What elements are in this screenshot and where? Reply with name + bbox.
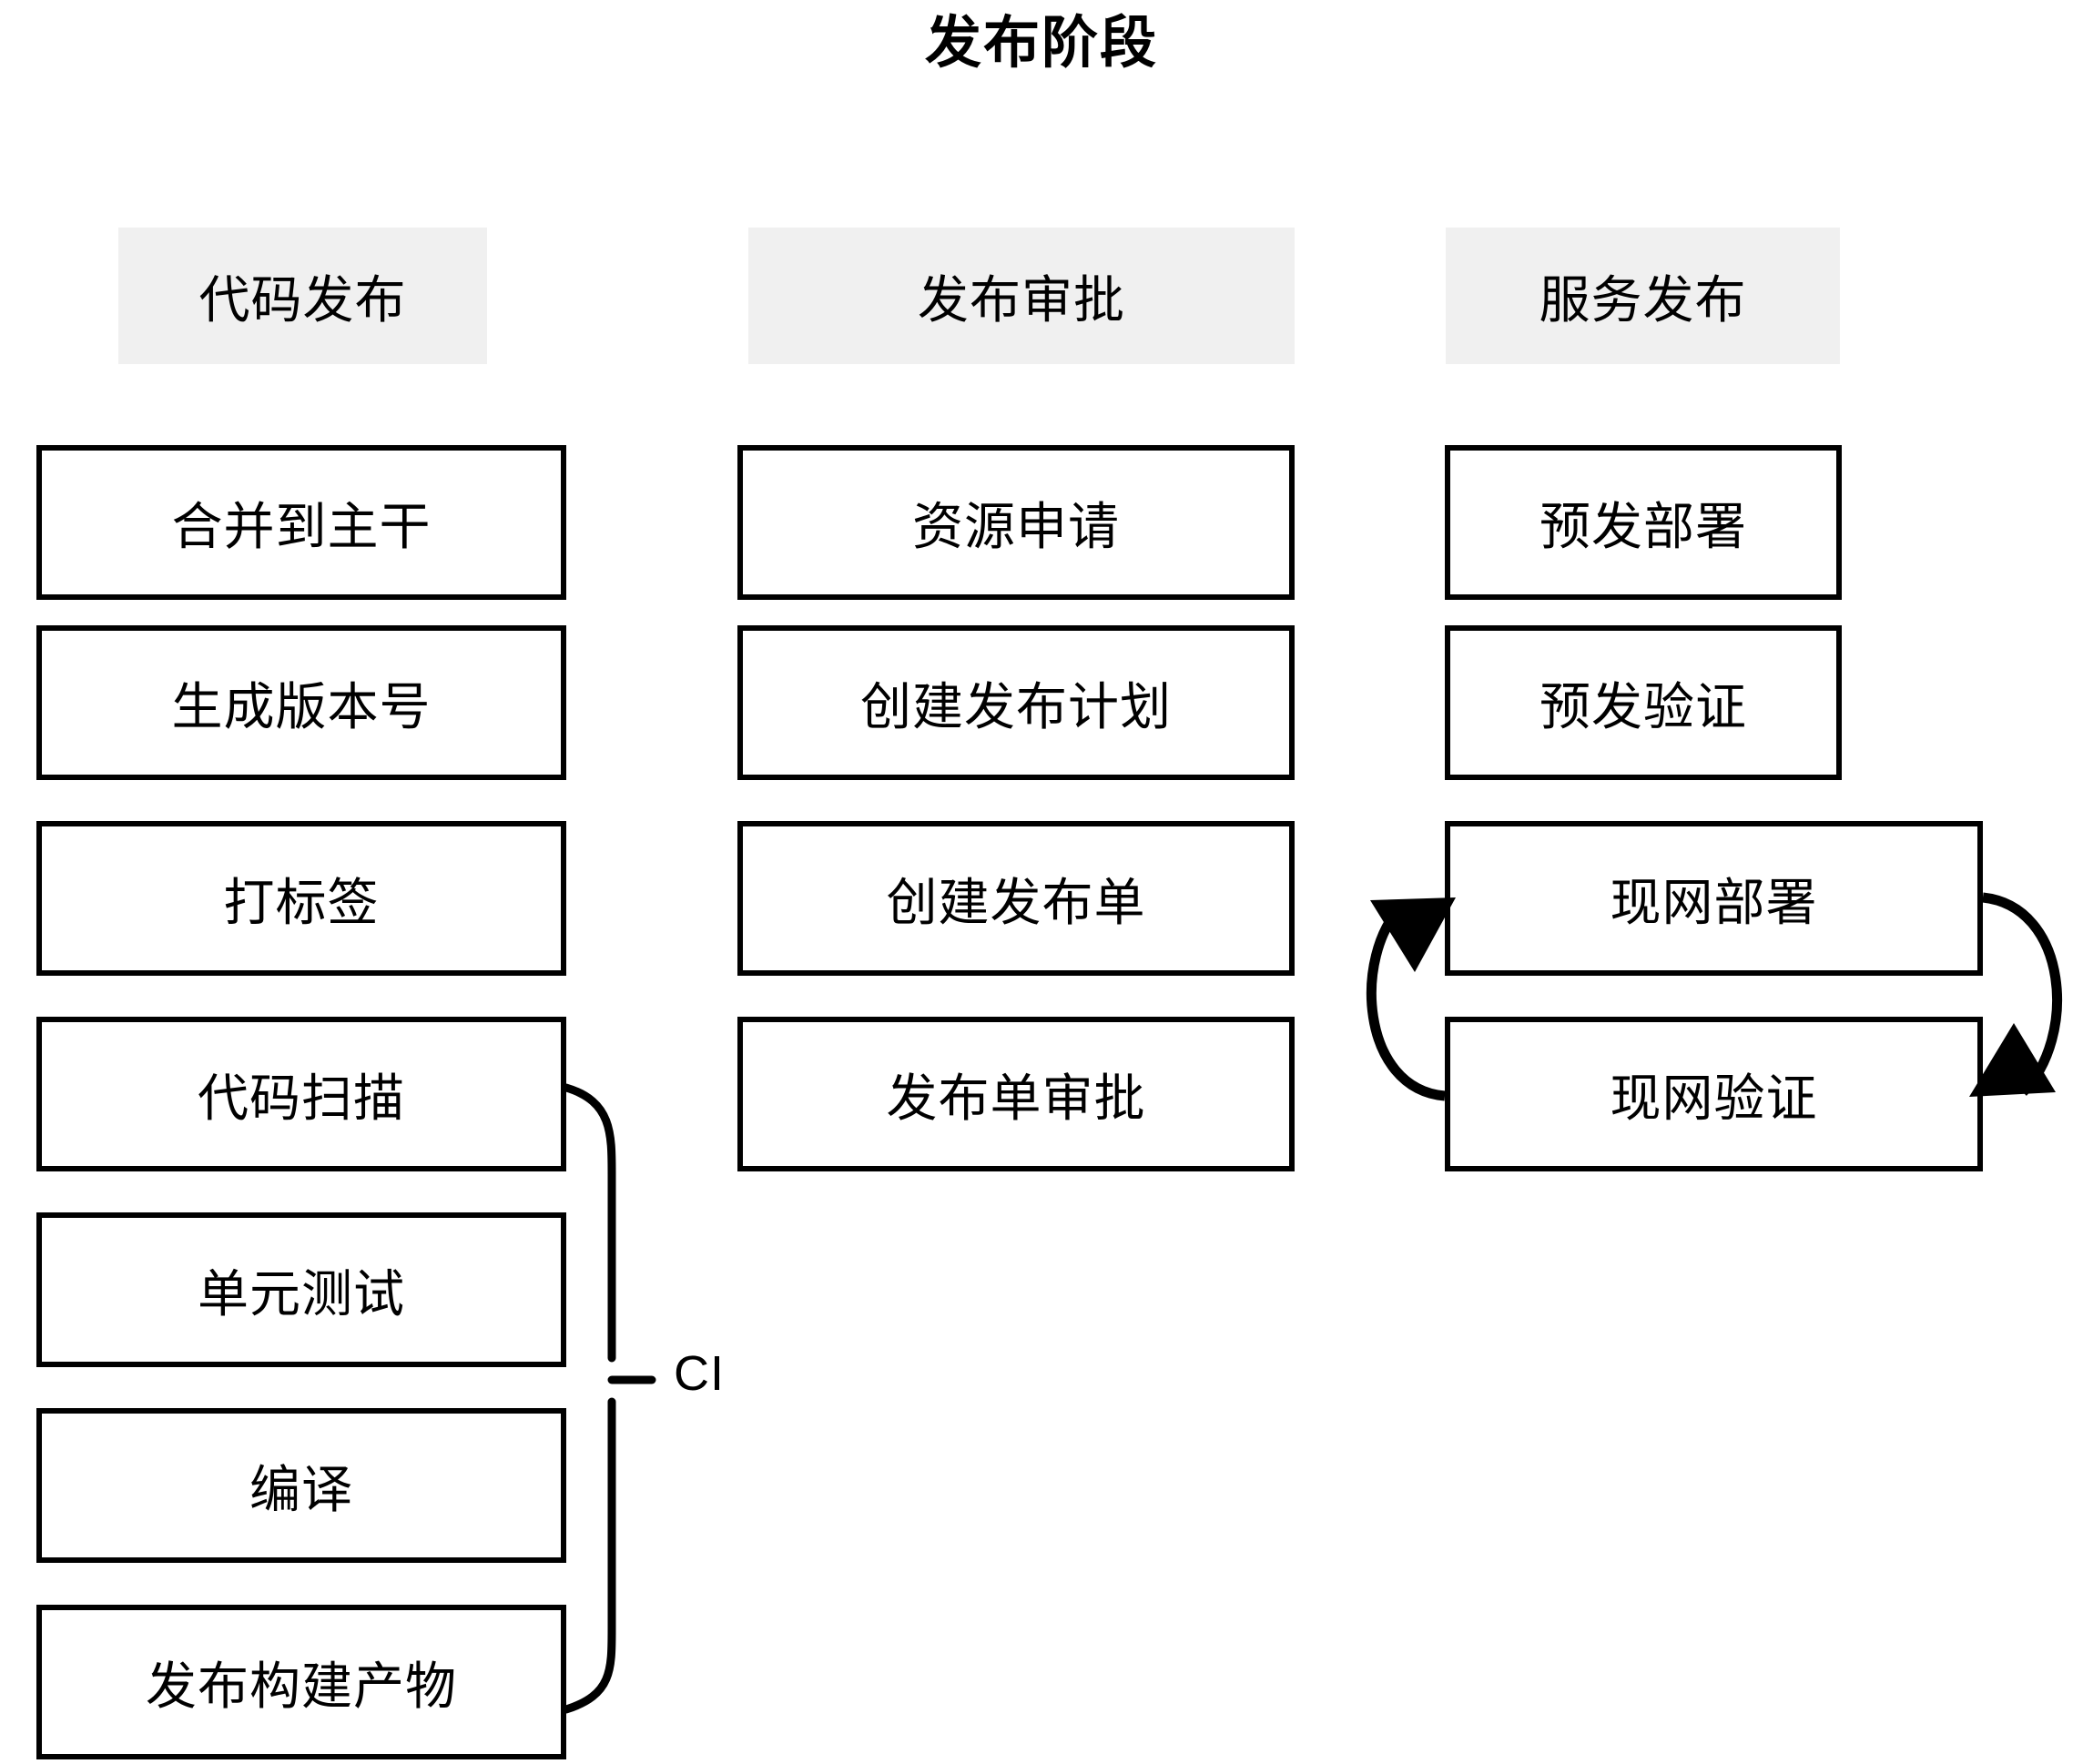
node-code-release-5[interactable]: 编译 bbox=[36, 1408, 566, 1563]
node-service-release-0[interactable]: 预发部署 bbox=[1445, 445, 1842, 600]
loop-arrow-verify-to-deploy-head bbox=[1370, 897, 1456, 972]
ci-bracket-upper bbox=[562, 1083, 616, 1363]
node-code-release-1[interactable]: 生成版本号 bbox=[36, 625, 566, 780]
node-service-release-3[interactable]: 现网验证 bbox=[1445, 1017, 1983, 1171]
column-header-service-release: 服务发布 bbox=[1446, 228, 1840, 364]
loop-arrow-deploy-to-verify-line bbox=[1982, 892, 2062, 1096]
node-service-release-2[interactable]: 现网部署 bbox=[1445, 821, 1983, 976]
node-code-release-0[interactable]: 合并到主干 bbox=[36, 445, 566, 600]
page-title: 发布阶段 bbox=[924, 12, 1158, 75]
column-header-release-approval: 发布审批 bbox=[748, 228, 1295, 364]
node-release-approval-2[interactable]: 创建发布单 bbox=[737, 821, 1295, 976]
node-release-approval-0[interactable]: 资源申请 bbox=[737, 445, 1295, 600]
node-release-approval-3[interactable]: 发布单审批 bbox=[737, 1017, 1295, 1171]
loop-arrow-verify-to-deploy-line bbox=[1366, 902, 1446, 1101]
ci-bracket-label: CI bbox=[674, 1346, 725, 1401]
node-release-approval-1[interactable]: 创建发布计划 bbox=[737, 625, 1295, 780]
node-service-release-1[interactable]: 预发验证 bbox=[1445, 625, 1842, 780]
node-code-release-2[interactable]: 打标签 bbox=[36, 821, 566, 976]
column-header-code-release: 代码发布 bbox=[118, 228, 487, 364]
node-code-release-4[interactable]: 单元测试 bbox=[36, 1212, 566, 1367]
ci-bracket-lower bbox=[562, 1397, 616, 1714]
node-code-release-6[interactable]: 发布构建产物 bbox=[36, 1605, 566, 1759]
node-code-release-3[interactable]: 代码扫描 bbox=[36, 1017, 566, 1171]
